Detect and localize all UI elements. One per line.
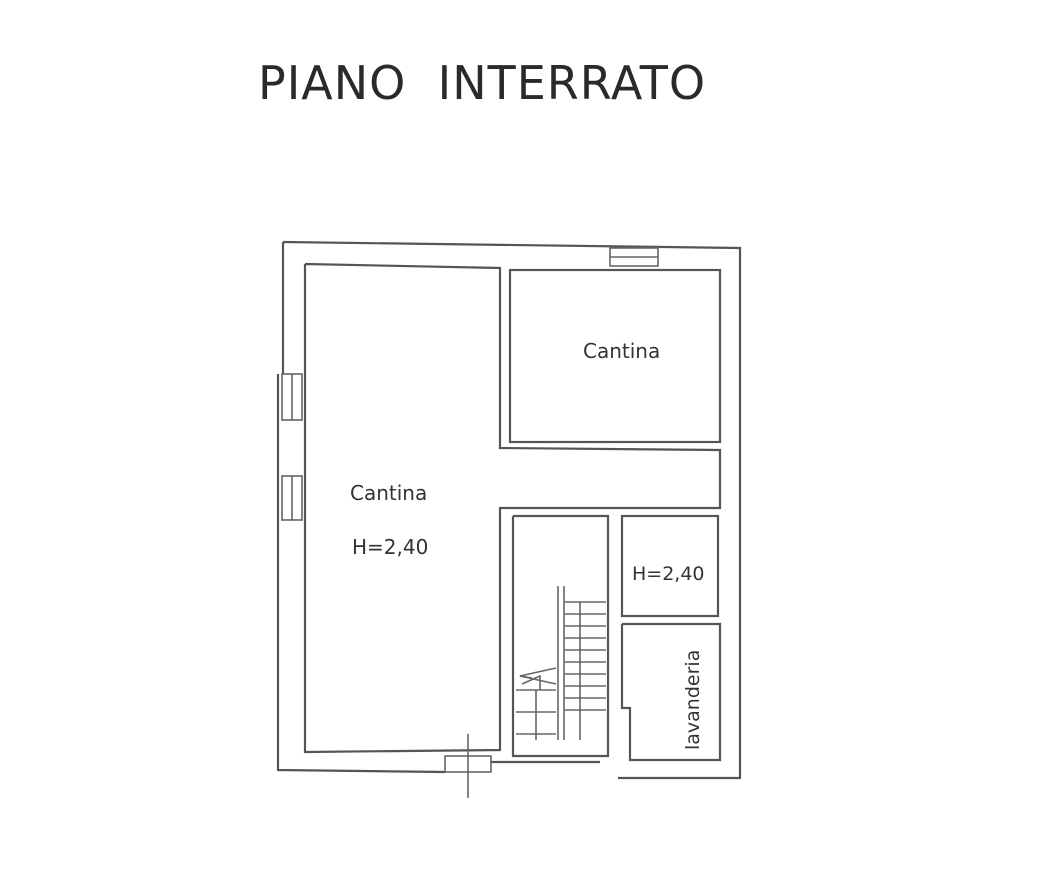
- room-cantina-upper-name: Cantina: [583, 339, 660, 363]
- entrance-marker: [444, 734, 492, 798]
- left-windows: [281, 373, 303, 521]
- room-small-walls: [620, 514, 720, 618]
- room-lavanderia-name: lavanderia: [682, 650, 704, 750]
- staircase: [516, 586, 606, 740]
- room-cantina-large-name: Cantina: [350, 481, 427, 505]
- plan-title: PIANO INTERRATO: [258, 56, 707, 110]
- stairwell-walls: [511, 514, 610, 758]
- room-lavanderia-walls: [620, 622, 722, 762]
- room-cantina-upper-walls: [508, 268, 722, 444]
- outer-walls: [276, 240, 742, 780]
- room-small-height: H=2,40: [632, 563, 705, 585]
- room-cantina-large-height: H=2,40: [352, 535, 428, 559]
- top-window: [609, 247, 659, 267]
